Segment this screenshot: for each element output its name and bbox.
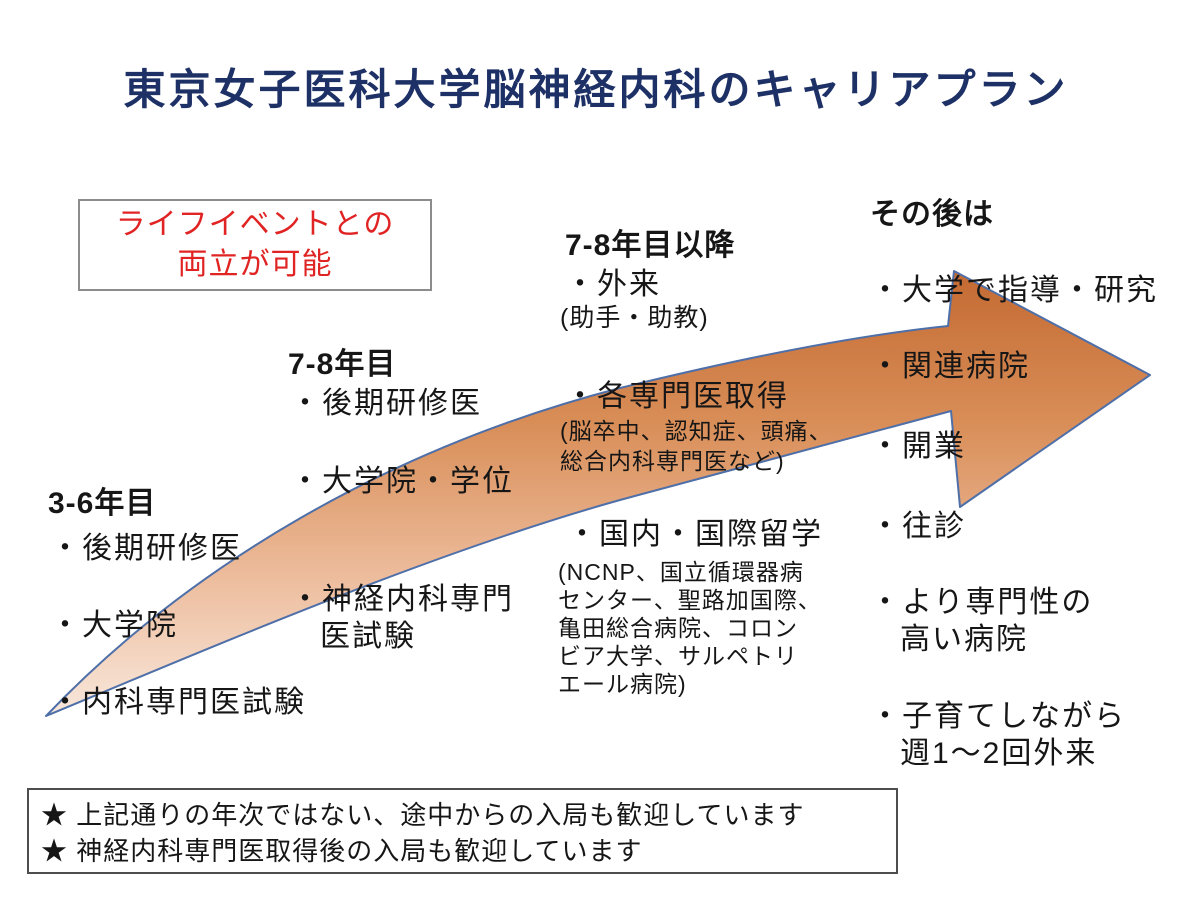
stage-after-7-8-note-1: (脳卒中、認知症、頭痛、 [560,418,833,444]
stage-after-7-8-note-3: (NCNP、国立循環器病 [558,559,804,585]
welcome-note-line-2: ★ 神経内科専門医取得後の入局も歓迎しています [41,836,643,866]
stage-7-8-header: 7-8年目 [288,348,397,381]
stage-after-7-8-item-2: ・国内・国際留学 [567,518,823,551]
stage-after-7-8-note-4: センター、聖路加国際、 [558,587,822,613]
career-arrow-shape [45,270,1151,717]
stage-later-item-2: ・開業 [870,430,966,463]
stage-later-item-3: ・往診 [870,510,966,543]
life-event-line-1: ライフイベントとの [115,208,395,241]
stage-later-item-5: ・子育てしながら [870,700,1126,733]
stage-3-6-item-0: ・後期研修医 [50,532,242,565]
stage-later-item-4: ・より専門性の [870,586,1094,619]
welcome-note-box: ★ 上記通りの年次ではない、途中からの入局も歓迎しています ★ 神経内科専門医取… [27,788,898,874]
stage-after-7-8-item-1: ・各専門医取得 [565,380,789,413]
stage-after-7-8-note-0: (助手・助教) [560,304,709,332]
stage-later-item-0: ・大学で指導・研究 [870,274,1158,307]
life-event-line-2: 両立が可能 [177,248,333,281]
stage-after-7-8-note-2: 総合内科専門医など) [560,448,785,474]
stage-7-8-item-2-cont: 医試験 [320,620,416,653]
stage-later-item-1: ・関連病院 [870,350,1030,383]
welcome-note-line-1: ★ 上記通りの年次ではない、途中からの入局も歓迎しています [41,800,805,830]
stage-after-7-8-note-7: エール病院) [558,671,687,697]
stage-later-item-5-cont: 週1〜2回外来 [900,737,1098,770]
stage-3-6-item-1: ・大学院 [50,609,178,642]
stage-7-8-item-0: ・後期研修医 [290,387,482,420]
stage-later-item-4-cont: 高い病院 [900,623,1028,656]
slide-title: 東京女子医科大学脳神経内科のキャリアプラン [123,66,1069,113]
stage-3-6-item-2: ・内科専門医試験 [50,686,306,719]
stage-3-6-header: 3-6年目 [48,487,157,520]
stage-after-7-8-item-0: ・外来 [565,268,661,301]
stage-after-7-8-header: 7-8年目以降 [565,229,736,262]
life-event-box: ライフイベントとの 両立が可能 [78,199,432,291]
stage-7-8-item-2: ・神経内科専門 [290,583,514,616]
stage-later-header: その後は [870,198,994,231]
stage-after-7-8-note-6: ビア大学、サルペトリ [558,643,798,669]
stage-7-8-item-1: ・大学院・学位 [290,465,514,498]
stage-after-7-8-note-5: 亀田総合病院、コロン [558,615,798,641]
